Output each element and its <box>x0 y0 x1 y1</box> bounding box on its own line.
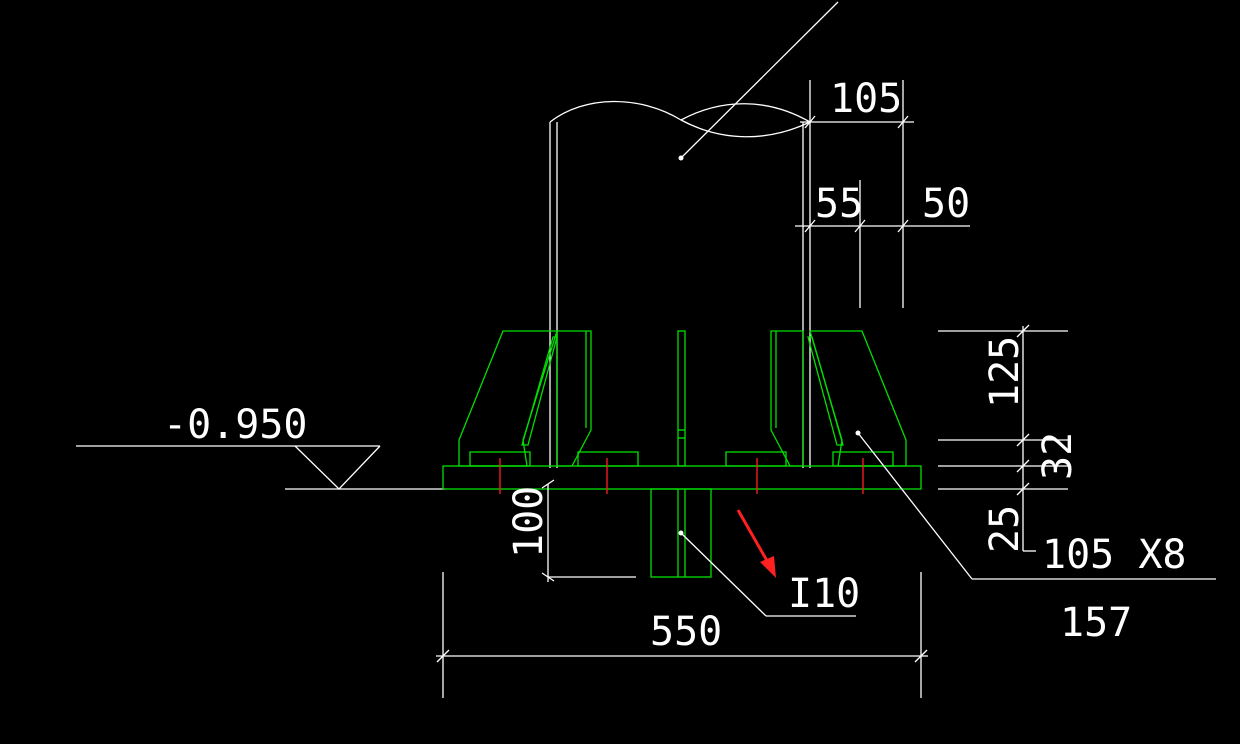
svg-text:50: 50 <box>922 181 970 227</box>
column-break-line <box>549 100 811 138</box>
stiffener-left-2 <box>556 330 592 467</box>
stiffener-left <box>458 330 558 467</box>
plate-leader <box>857 432 973 580</box>
stiffener-right-inner <box>807 336 844 446</box>
channel-spec-label: I10 <box>788 571 860 617</box>
column <box>549 100 811 468</box>
anchor-bolts <box>499 458 864 494</box>
dim-550: 550 <box>436 572 928 698</box>
dim-100: 100 <box>506 479 636 582</box>
red-arrow <box>736 509 776 578</box>
washers <box>469 451 894 467</box>
plate-length-label: 157 <box>1060 600 1132 646</box>
dim-right-vertical: 125 32 25 <box>938 324 1081 553</box>
column-break-line-2 <box>680 103 811 123</box>
elevation-label: -0.950 <box>163 402 308 448</box>
dim-55-50: 55 50 <box>795 180 970 308</box>
channel-leader <box>680 532 767 617</box>
svg-text:25: 25 <box>982 505 1028 553</box>
dim-105-top: 105 <box>800 76 914 308</box>
svg-text:125: 125 <box>982 336 1028 408</box>
svg-text:550: 550 <box>650 609 722 655</box>
svg-text:55: 55 <box>815 181 863 227</box>
column-leader-dot <box>678 155 684 161</box>
shear-key-channel <box>650 488 712 578</box>
column-leader-line <box>680 1 839 159</box>
stiffener-left-inner <box>521 336 558 446</box>
stiffeners <box>458 330 907 467</box>
plate-spec-label: 105 X8 <box>1042 532 1187 578</box>
svg-text:100: 100 <box>506 486 552 558</box>
svg-text:105: 105 <box>830 76 902 122</box>
center-web <box>677 330 686 467</box>
elevation-triangle <box>294 445 381 490</box>
base-plate <box>442 465 922 490</box>
svg-text:32: 32 <box>1035 432 1081 480</box>
